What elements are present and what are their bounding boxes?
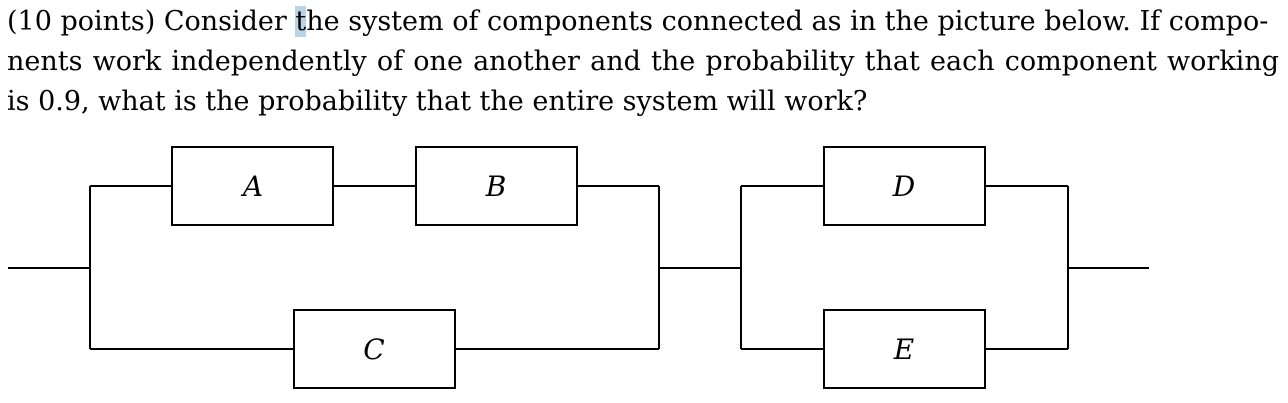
problem-line-1-end: he system of components connected as in … bbox=[306, 6, 1269, 37]
component-e-label: E bbox=[893, 333, 914, 366]
component-a-label: A bbox=[240, 170, 263, 203]
component-c: C bbox=[293, 309, 456, 389]
component-a: A bbox=[171, 146, 334, 226]
problem-line-1-start: (10 points) Consider bbox=[7, 6, 296, 37]
problem-statement: (10 points) Consider the system of compo… bbox=[7, 2, 1279, 122]
problem-line-3: is 0.9, what is the probability that the… bbox=[7, 86, 868, 117]
component-e: E bbox=[823, 309, 986, 389]
component-b: B bbox=[415, 146, 578, 226]
component-b-label: B bbox=[485, 170, 507, 203]
component-d-label: D bbox=[892, 170, 915, 203]
component-e-box bbox=[823, 309, 986, 389]
problem-line-1: (10 points) Consider the system of compo… bbox=[7, 2, 1279, 42]
problem-line-2: nents work independently of one another … bbox=[7, 46, 1279, 77]
component-c-box bbox=[293, 309, 456, 389]
component-d: D bbox=[823, 146, 986, 226]
component-c-label: C bbox=[363, 333, 384, 366]
component-a-box bbox=[171, 146, 334, 226]
component-b-box bbox=[415, 146, 578, 226]
component-d-box bbox=[823, 146, 986, 226]
text-selection-highlight[interactable]: t bbox=[295, 6, 307, 37]
